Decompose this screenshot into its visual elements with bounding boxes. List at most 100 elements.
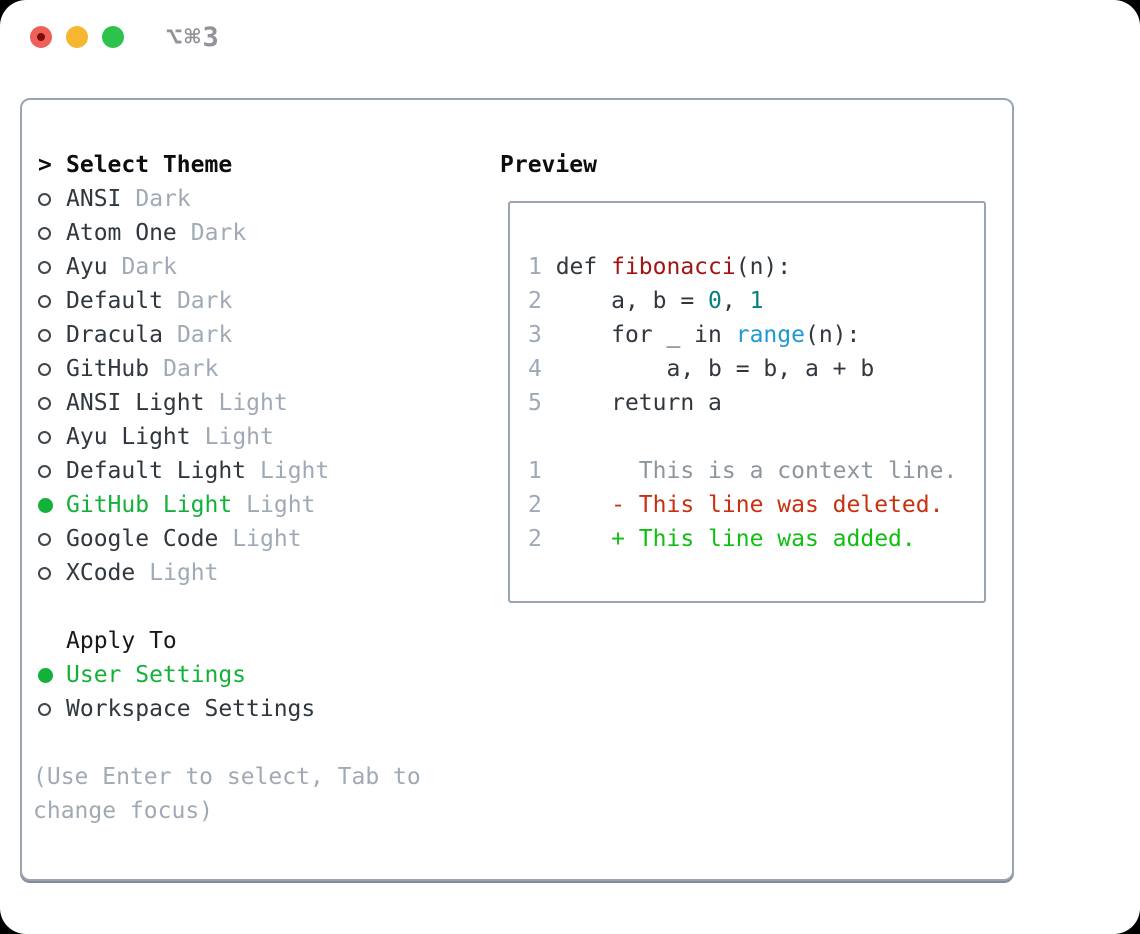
code-token: 0	[708, 288, 722, 314]
code-line: 4 a, b = b, a + b	[528, 352, 984, 386]
line-number: 4	[528, 356, 556, 382]
close-button-icon[interactable]	[30, 26, 52, 48]
theme-option-default-light[interactable]: Default Light Light	[38, 454, 474, 488]
radio-icon	[38, 294, 66, 308]
code-line: 5 return a	[528, 386, 984, 420]
theme-option-github-light[interactable]: GitHub Light Light	[38, 488, 474, 522]
theme-variant-tag: Dark	[163, 356, 219, 382]
theme-variant-tag: Dark	[121, 254, 177, 280]
theme-variant-tag: Light	[204, 424, 274, 450]
keyboard-hint: (Use Enter to select, Tab to change focu…	[33, 764, 421, 824]
radio-icon	[38, 396, 66, 410]
theme-name: XCode	[66, 560, 136, 586]
theme-option-github[interactable]: GitHub Dark	[38, 352, 474, 386]
code-line: 2 + This line was added.	[528, 522, 984, 556]
radio-selected-icon	[38, 667, 66, 683]
theme-name: Dracula	[66, 322, 163, 348]
theme-option-ayu-light[interactable]: Ayu Light Light	[38, 420, 474, 454]
theme-name: GitHub Light	[66, 492, 233, 518]
code-line: 2 a, b = 0, 1	[528, 284, 984, 318]
code-token: ,	[721, 288, 750, 314]
theme-variant-tag: Dark	[135, 186, 191, 212]
line-number: 3	[528, 322, 556, 348]
line-number: 2	[528, 288, 556, 314]
theme-variant-tag: Light	[232, 526, 302, 552]
code-token: for _ in	[555, 322, 736, 348]
radio-icon	[38, 566, 66, 580]
theme-variant-tag: Light	[260, 458, 330, 484]
code-token: (n):	[804, 322, 861, 348]
theme-variant-tag: Light	[246, 492, 316, 518]
theme-name: ANSI Light	[66, 390, 205, 416]
code-line: 2 - This line was deleted.	[528, 488, 984, 522]
apply-to-heading: Apply To	[38, 624, 474, 658]
theme-variant-tag: Dark	[176, 322, 233, 348]
radio-icon	[38, 532, 66, 546]
code-token: + This line was added.	[555, 526, 916, 552]
prompt-icon: >	[38, 152, 52, 178]
theme-name: Google Code	[66, 526, 219, 552]
theme-name: Ayu	[66, 254, 108, 280]
code-token: fibonacci	[611, 254, 736, 280]
code-token: 1	[749, 288, 764, 314]
code-line	[528, 420, 984, 454]
theme-variant-tag: Dark	[176, 288, 233, 314]
spacer-row	[38, 590, 474, 624]
theme-option-ansi-light[interactable]: ANSI Light Light	[38, 386, 474, 420]
theme-option-dracula[interactable]: Dracula Dark	[38, 318, 474, 352]
apply-option-user-settings[interactable]: User Settings	[38, 658, 474, 692]
theme-name: Default Light	[66, 458, 247, 484]
apply-option-label: User Settings	[66, 662, 247, 688]
code-token: a, b =	[555, 288, 709, 314]
radio-icon	[38, 192, 66, 206]
theme-option-google-code[interactable]: Google Code Light	[38, 522, 474, 556]
code-token: def	[555, 254, 612, 280]
line-number: 5	[528, 390, 556, 416]
radio-icon	[38, 260, 66, 274]
select-theme-heading: > Select Theme	[38, 148, 474, 182]
line-number: 2	[528, 492, 556, 518]
code-token: - This line was deleted.	[555, 492, 944, 518]
radio-icon	[38, 226, 66, 240]
select-theme-heading-label: Select Theme	[66, 152, 233, 178]
code-line: 3 for _ in range(n):	[528, 318, 984, 352]
radio-selected-icon	[38, 497, 66, 513]
radio-icon	[38, 430, 66, 444]
line-number: 1	[528, 254, 556, 280]
theme-name: Ayu Light	[66, 424, 191, 450]
apply-option-label: Workspace Settings	[66, 696, 316, 722]
code-token: return a	[555, 390, 722, 416]
theme-name: Default	[66, 288, 163, 314]
maximize-button-icon[interactable]	[102, 26, 124, 48]
preview-heading: Preview	[500, 152, 597, 178]
code-token: (n):	[735, 254, 792, 280]
theme-option-ansi[interactable]: ANSI Dark	[38, 182, 474, 216]
theme-name: Atom One	[66, 220, 177, 246]
radio-icon	[38, 702, 66, 716]
code-token: range	[735, 322, 805, 348]
code-line: 1 This is a context line.	[528, 454, 984, 488]
theme-option-ayu[interactable]: Ayu Dark	[38, 250, 474, 284]
radio-icon	[38, 464, 66, 478]
radio-icon	[38, 362, 66, 376]
apply-to-heading-label: Apply To	[66, 628, 177, 654]
minimize-button-icon[interactable]	[66, 26, 88, 48]
theme-option-default[interactable]: Default Dark	[38, 284, 474, 318]
theme-variant-tag: Light	[218, 390, 288, 416]
line-number: 2	[528, 526, 556, 552]
window-title: ⌥⌘3	[166, 21, 221, 53]
spacer-row	[38, 726, 474, 760]
theme-name: GitHub	[66, 356, 150, 382]
apply-option-workspace-settings[interactable]: Workspace Settings	[38, 692, 474, 726]
titlebar: ⌥⌘3	[30, 22, 221, 53]
theme-name: ANSI	[66, 186, 122, 212]
code-token: a, b = b, a + b	[555, 356, 875, 382]
